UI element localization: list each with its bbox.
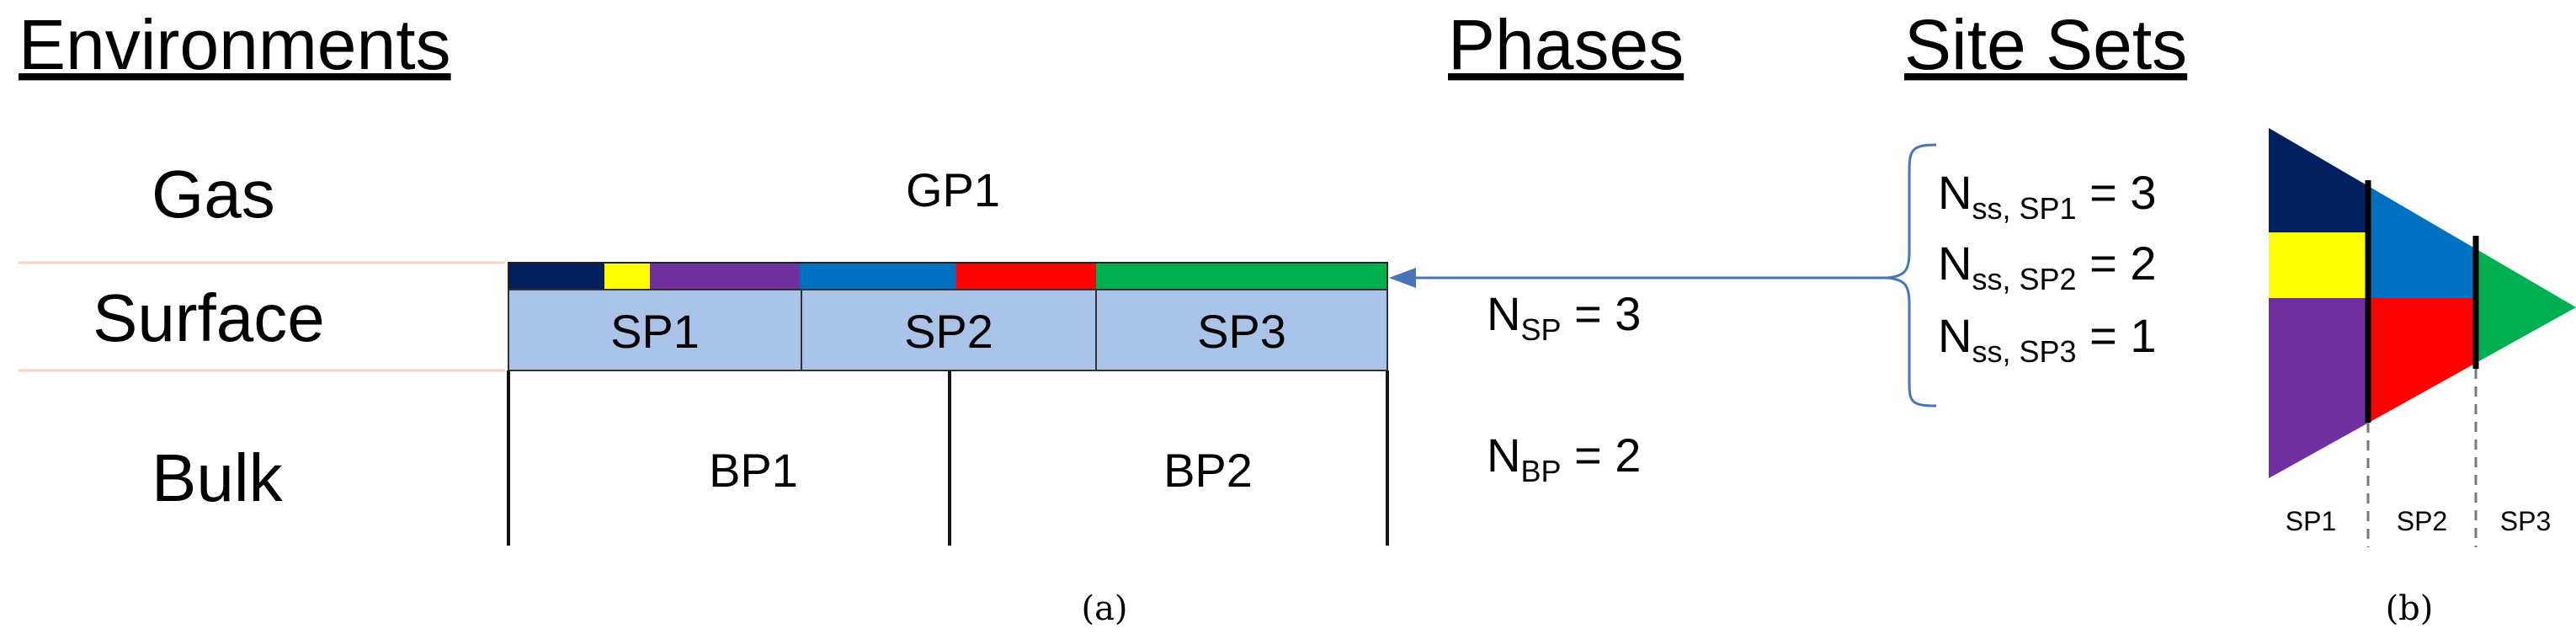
strip-green [1096,263,1387,290]
triangle-purple-site [2269,298,2368,478]
strip-purple [650,263,800,290]
triangle-label-sp1: SP1 [2286,506,2336,536]
strip-navy [508,263,604,290]
surface-phase-3: SP3 [1197,305,1286,358]
triangle-navy-site [2269,128,2368,232]
site-set-count-sp3: Nss, SP3 = 1 [1938,309,2156,369]
arrow-to-surface [1389,268,1887,288]
surface-phase-box [508,289,1388,371]
bulk-phases: BP1 BP2 [507,370,1389,546]
env-bulk-label: Bulk [152,440,284,515]
triangle-blue-site [2368,128,2476,298]
site-set-count-sp2: Nss, SP2 = 2 [1938,237,2156,296]
count-bulk-phases: NBP = 2 [1487,429,1641,488]
bulk-phase-2: BP2 [1163,444,1253,497]
site-set-brace [1887,143,1937,408]
gas-phase-label: GP1 [906,163,1000,216]
triangle-label-sp3: SP3 [2500,506,2551,536]
count-surface-phases: NSP = 3 [1487,287,1641,347]
site-set-counts: Nss, SP1 = 3 Nss, SP2 = 2 Nss, SP3 = 1 [1938,166,2156,369]
env-gas-label: Gas [152,157,275,232]
header-environments: Environments [19,5,451,84]
site-triangle [2269,128,2576,478]
surface-phases: SP1 SP2 SP3 [508,289,1388,371]
strip-blue [800,263,956,290]
caption-a: (a) [1081,589,1127,628]
env-surface-label: Surface [93,280,325,355]
triangle-label-sp2: SP2 [2397,506,2447,536]
strip-red [956,263,1096,290]
triangle-green-site [2476,128,2576,478]
bulk-phase-1: BP1 [709,444,798,497]
triangle-yellow-site [2269,232,2368,298]
surface-phase-1: SP1 [610,305,700,358]
header-site-sets: Site Sets [1904,5,2187,84]
site-color-strip [508,262,1388,290]
caption-b: (b) [2386,589,2434,628]
triangle-red-site [2368,298,2476,478]
strip-yellow [604,263,650,290]
site-set-count-sp1: Nss, SP1 = 3 [1938,166,2156,226]
surface-phase-2: SP2 [904,305,993,358]
header-phases: Phases [1448,5,1684,84]
arrow-head [1389,268,1416,288]
